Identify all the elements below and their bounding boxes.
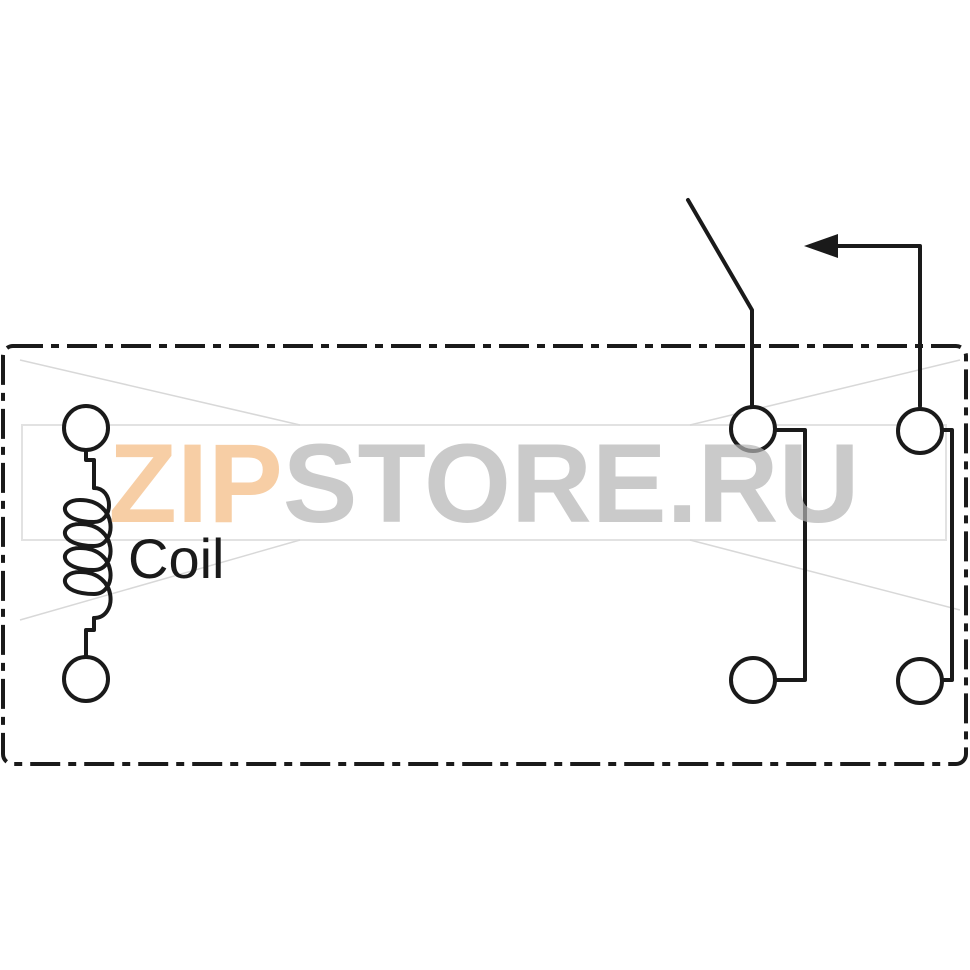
coil-label: Coil — [128, 527, 224, 590]
contact-set-1 — [686, 198, 807, 704]
contact-1-terminal-bottom — [729, 656, 777, 704]
watermark-line-left — [19, 359, 301, 621]
arrow-head-icon — [804, 234, 838, 258]
contact-2-terminal-bottom — [896, 657, 944, 705]
watermark-part-1: ZIP — [109, 421, 283, 546]
coil-winding — [62, 486, 113, 620]
coil-terminal-top — [62, 404, 110, 452]
watermark-text: ZIPSTORE.RU — [109, 421, 860, 546]
switch-arm — [686, 198, 754, 408]
contact-1-link — [773, 428, 807, 682]
contact-2-link — [941, 428, 954, 682]
coil-lead-top — [84, 448, 96, 490]
coil — [62, 404, 113, 703]
watermark-part-2: STORE.RU — [283, 421, 860, 546]
arrow-lead — [830, 244, 922, 408]
coil-lead-bottom — [84, 616, 96, 658]
relay-housing-outline — [1, 344, 968, 766]
contact-1-terminal-top — [729, 405, 777, 453]
contact-set-2 — [804, 234, 954, 705]
contact-2-terminal-top — [896, 407, 944, 455]
coil-terminal-bottom — [62, 655, 110, 703]
watermark-frame — [21, 424, 947, 541]
